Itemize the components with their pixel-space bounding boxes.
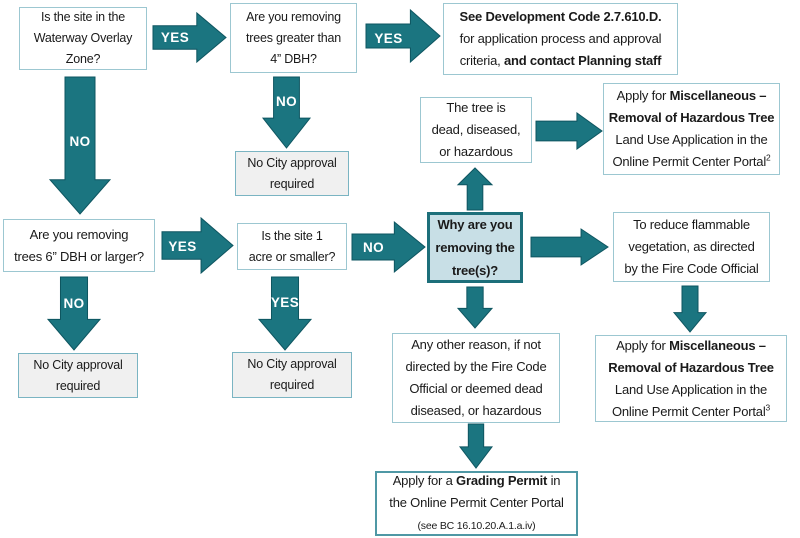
box-any-other-reason: Any other reason, if not directed by the…	[392, 333, 560, 423]
arrow-tree-dead-to-misc2	[535, 112, 603, 150]
box-why-removing-question: Why are you removing the tree(s)?	[427, 212, 523, 283]
arrow-label-waterway-no: NO	[69, 133, 91, 149]
arrow-label-trees4-yes: YES	[374, 30, 403, 46]
box-waterway-overlay-question: Is the site in the Waterway Overlay Zone…	[19, 7, 147, 70]
box-apply-miscellaneous-hazardous-tree-2: Apply for Miscellaneous –Removal of Haza…	[603, 83, 780, 175]
arrow-label-acre-yes: YES	[270, 294, 300, 310]
box-development-code-result: See Development Code 2.7.610.D.for appli…	[443, 3, 678, 75]
arrow-any-other-to-grading	[458, 423, 494, 469]
box-tree-dead-diseased-hazardous: The tree is dead, diseased, or hazardous	[420, 97, 532, 163]
arrow-label-waterway-yes: YES	[160, 29, 190, 45]
box-reduce-flammable-vegetation: To reduce flammable vegetation, as direc…	[613, 212, 770, 282]
box-no-city-approval-1: No City approval required	[235, 151, 349, 196]
box-site-1-acre-question: Is the site 1 acre or smaller?	[237, 223, 347, 270]
arrow-trees4-no	[261, 76, 312, 149]
arrow-trees6-yes	[161, 216, 234, 275]
arrow-waterway-no	[48, 76, 112, 215]
arrow-acre-yes	[257, 276, 313, 351]
arrow-trees6-no	[46, 276, 102, 351]
box-no-city-approval-2: No City approval required	[18, 353, 138, 398]
arrow-waterway-yes	[152, 11, 227, 64]
box-trees-6dbh-question: Are you removing trees 6” DBH or larger?	[3, 219, 155, 272]
box-no-city-approval-3: No City approval required	[232, 352, 352, 398]
box-apply-miscellaneous-hazardous-tree-3: Apply for Miscellaneous –Removal of Haza…	[595, 335, 787, 422]
arrow-why-up-tree-dead	[456, 167, 494, 211]
arrow-label-trees4-no: NO	[275, 93, 298, 109]
arrow-why-to-flammable	[530, 228, 609, 266]
arrow-label-trees6-no: NO	[63, 295, 85, 311]
arrow-acre-no	[351, 220, 426, 274]
box-trees-greater-4dbh-question: Are you removing trees greater than 4” D…	[230, 3, 357, 73]
arrow-label-acre-no: NO	[362, 240, 385, 255]
arrow-why-down-any-other	[456, 286, 494, 329]
arrow-flammable-to-misc3	[672, 285, 708, 333]
arrow-label-trees6-yes: YES	[168, 239, 197, 254]
arrow-trees4-yes	[365, 8, 441, 64]
